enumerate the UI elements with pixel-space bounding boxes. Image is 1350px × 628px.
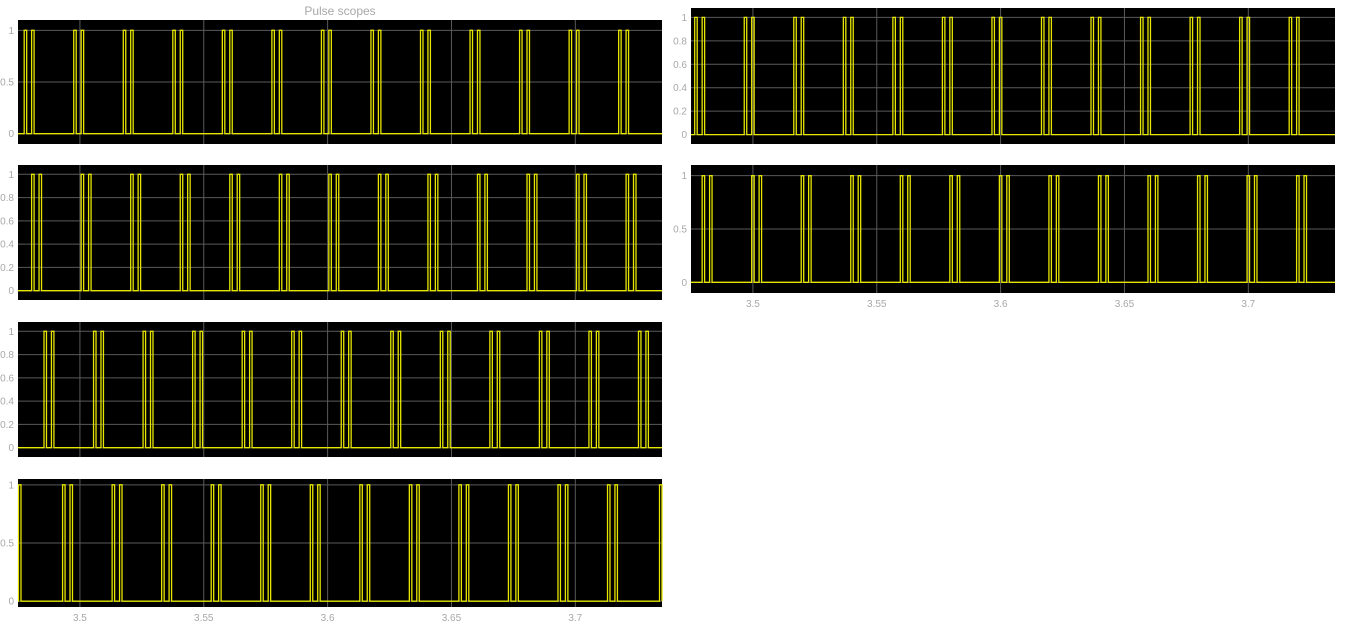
y-tick-label: 0.4 xyxy=(673,83,687,94)
pulse-signal-line xyxy=(17,484,663,602)
y-tick-label: 0.5 xyxy=(0,78,14,89)
scope-6: 0 0.5 1 3.5 3.55 3.6 3.65 3.7 xyxy=(673,165,1335,310)
axes-background xyxy=(18,165,662,300)
scope-1: 00.51 xyxy=(0,20,662,144)
y-tick-label: 0 xyxy=(8,443,14,454)
pulse-signal-line xyxy=(18,173,662,292)
scope-5: 0 0.2 0.4 0.6 0.8 1 xyxy=(673,8,1335,144)
y-tick-label: 0.8 xyxy=(0,193,14,204)
y-tick-label: 0.2 xyxy=(0,263,14,274)
y-tick-label: 0 xyxy=(8,597,14,608)
x-tick-label: 3.7 xyxy=(1241,299,1255,310)
y-tick-label: 0 xyxy=(681,278,687,289)
y-tick-label: 1 xyxy=(681,13,687,24)
y-tick-label: 0.6 xyxy=(673,60,687,71)
x-tick-label: 3.65 xyxy=(1115,299,1135,310)
y-tick-label: 0.6 xyxy=(0,216,14,227)
y-tick-label: 0.5 xyxy=(673,225,687,236)
x-tick-label: 3.6 xyxy=(321,613,335,624)
pulse-signal-line xyxy=(691,16,1335,136)
axes-background xyxy=(691,8,1335,144)
axes-background xyxy=(18,322,662,457)
y-tick-label: 0.4 xyxy=(0,397,14,408)
y-tick-label: 0 xyxy=(8,129,14,140)
y-tick-label: 0.6 xyxy=(0,373,14,384)
y-tick-label: 0 xyxy=(8,286,14,297)
y-tick-label: 0.2 xyxy=(673,107,687,118)
scope-3: 0 0.2 0.4 0.6 0.8 1 xyxy=(0,322,662,457)
pulse-signal-line xyxy=(691,175,1335,283)
x-tick-label: 3.5 xyxy=(746,299,760,310)
x-tick-label: 3.55 xyxy=(867,299,887,310)
y-tick-label: 1 xyxy=(8,26,14,37)
pulse-signal-line xyxy=(18,29,662,135)
x-tick-label: 3.55 xyxy=(194,613,214,624)
x-tick-label: 3.65 xyxy=(442,613,462,624)
y-tick-label: 1 xyxy=(8,327,14,338)
y-tick-label: 0.8 xyxy=(0,350,14,361)
y-tick-label: 1 xyxy=(8,480,14,491)
x-tick-label: 3.5 xyxy=(73,613,87,624)
scope-2: 0 0.2 0.4 0.6 0.8 1 xyxy=(0,165,662,300)
x-tick-label: 3.7 xyxy=(568,613,582,624)
pulse-signal-line xyxy=(18,330,662,449)
y-tick-label: 0.2 xyxy=(0,420,14,431)
y-tick-label: 0.5 xyxy=(0,539,14,550)
scope-4: 0 0.5 1 3.5 3.55 3.6 3.65 3.7 xyxy=(0,479,663,624)
y-tick-label: 0 xyxy=(681,130,687,141)
y-tick-label: 0.4 xyxy=(0,240,14,251)
y-tick-label: 1 xyxy=(681,171,687,182)
x-tick-label: 3.6 xyxy=(994,299,1008,310)
y-tick-label: 1 xyxy=(8,170,14,181)
figure-title: Pulse scopes xyxy=(304,4,376,18)
y-tick-label: 0.8 xyxy=(673,36,687,47)
